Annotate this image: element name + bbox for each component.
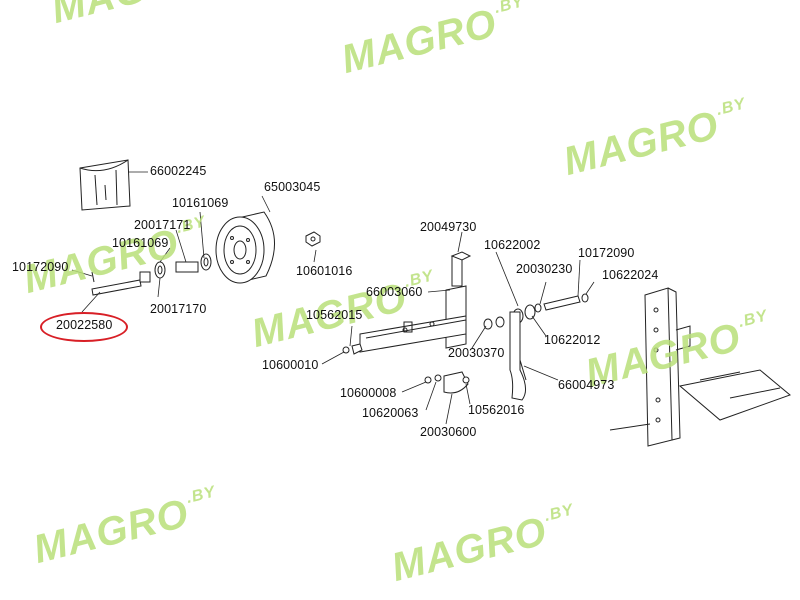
part-label-10562016[interactable]: 10562016 bbox=[468, 403, 525, 417]
part-label-10562015[interactable]: 10562015 bbox=[306, 308, 363, 322]
part-label-66002245[interactable]: 66002245 bbox=[150, 164, 207, 178]
part-label-10161069-bottom[interactable]: 10161069 bbox=[112, 236, 169, 250]
part-label-66003060[interactable]: 66003060 bbox=[366, 285, 423, 299]
part-label-20017171[interactable]: 20017171 bbox=[134, 218, 191, 232]
wheel-part bbox=[215, 211, 275, 284]
part-label-10620063[interactable]: 10620063 bbox=[362, 406, 419, 420]
part-label-20030600[interactable]: 20030600 bbox=[420, 425, 477, 439]
part-label-10172090-right[interactable]: 10172090 bbox=[578, 246, 635, 260]
washers-part bbox=[483, 293, 589, 330]
part-label-20049730[interactable]: 20049730 bbox=[420, 220, 477, 234]
nut-part-right bbox=[305, 231, 321, 247]
part-label-65003045[interactable]: 65003045 bbox=[264, 180, 321, 194]
part-label-10161069-top[interactable]: 10161069 bbox=[172, 196, 229, 210]
tine-part bbox=[509, 311, 527, 401]
part-label-10600008[interactable]: 10600008 bbox=[340, 386, 397, 400]
small-hardware bbox=[342, 343, 470, 394]
axle-part bbox=[91, 271, 142, 296]
part-label-20030370[interactable]: 20030370 bbox=[448, 346, 505, 360]
part-label-20022580[interactable]: 20022580 bbox=[56, 318, 113, 332]
bracket-assembly bbox=[359, 251, 472, 353]
part-label-10172090-left[interactable]: 10172090 bbox=[12, 260, 69, 274]
part-label-10622002[interactable]: 10622002 bbox=[484, 238, 541, 252]
part-label-20030230[interactable]: 20030230 bbox=[516, 262, 573, 276]
part-label-10600010[interactable]: 10600010 bbox=[262, 358, 319, 372]
frame-assembly bbox=[609, 287, 791, 447]
leader-lines bbox=[71, 171, 595, 425]
part-label-10622012[interactable]: 10622012 bbox=[544, 333, 601, 347]
part-label-10601016[interactable]: 10601016 bbox=[296, 264, 353, 278]
part-label-10622024[interactable]: 10622024 bbox=[602, 268, 659, 282]
highlight-ring bbox=[40, 312, 128, 342]
shield-part bbox=[79, 159, 131, 211]
part-label-66004973[interactable]: 66004973 bbox=[558, 378, 615, 392]
part-label-20017170[interactable]: 20017170 bbox=[150, 302, 207, 316]
